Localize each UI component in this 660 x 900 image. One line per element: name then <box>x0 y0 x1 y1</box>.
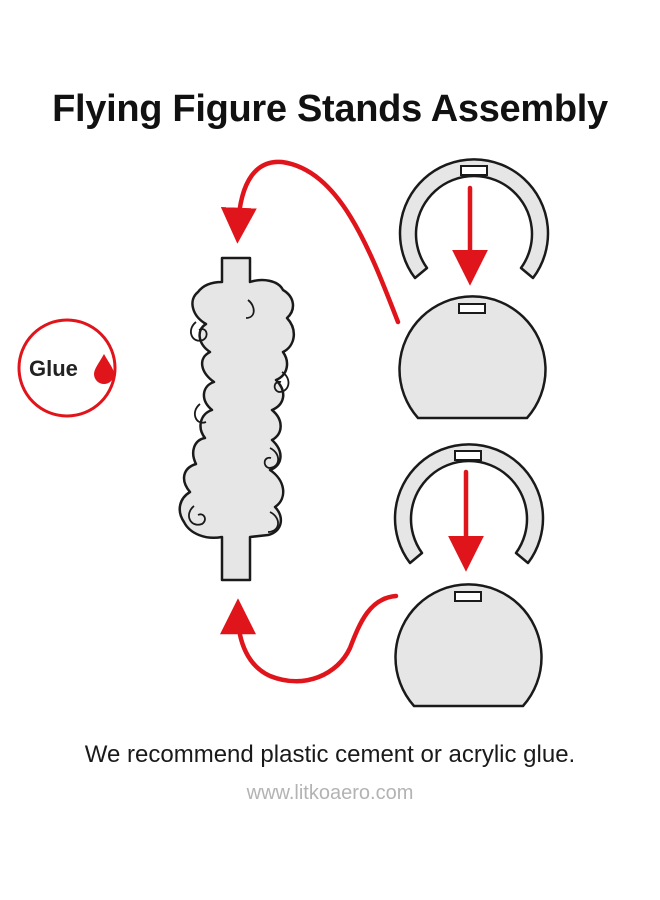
upper-base-disc <box>398 295 547 420</box>
figure-stand-outline <box>178 256 295 582</box>
page-title: Flying Figure Stands Assembly <box>52 88 608 130</box>
website-link[interactable]: www.litkoaero.com <box>246 782 414 804</box>
upper-ring-slot <box>460 165 488 176</box>
glue-badge-circle <box>17 318 117 418</box>
recommendation-text: We recommend plastic cement or acrylic g… <box>84 741 576 768</box>
glue-label: Glue <box>29 356 78 381</box>
upper-base-slot <box>458 303 486 314</box>
lower-ring-slot <box>454 450 482 461</box>
arrow-lower-base-to-stand-bottom <box>220 593 399 684</box>
lower-base-slot <box>454 591 482 602</box>
upper-ring-clip <box>398 158 550 280</box>
lower-base-shape <box>394 583 543 708</box>
arrow-upper-base-to-stand-top <box>220 159 401 325</box>
upper-base-shape <box>398 295 547 420</box>
lower-ring-clip <box>393 443 545 565</box>
assembly-arrows <box>220 159 488 684</box>
glue-badge: Glue <box>17 318 117 418</box>
lower-base-disc <box>394 583 543 708</box>
figure-stand-curls <box>188 299 290 533</box>
droplet-icon <box>94 354 114 384</box>
figure-stand-column <box>178 256 295 582</box>
upper-ring-shape <box>398 158 550 280</box>
lower-ring-shape <box>393 443 545 565</box>
